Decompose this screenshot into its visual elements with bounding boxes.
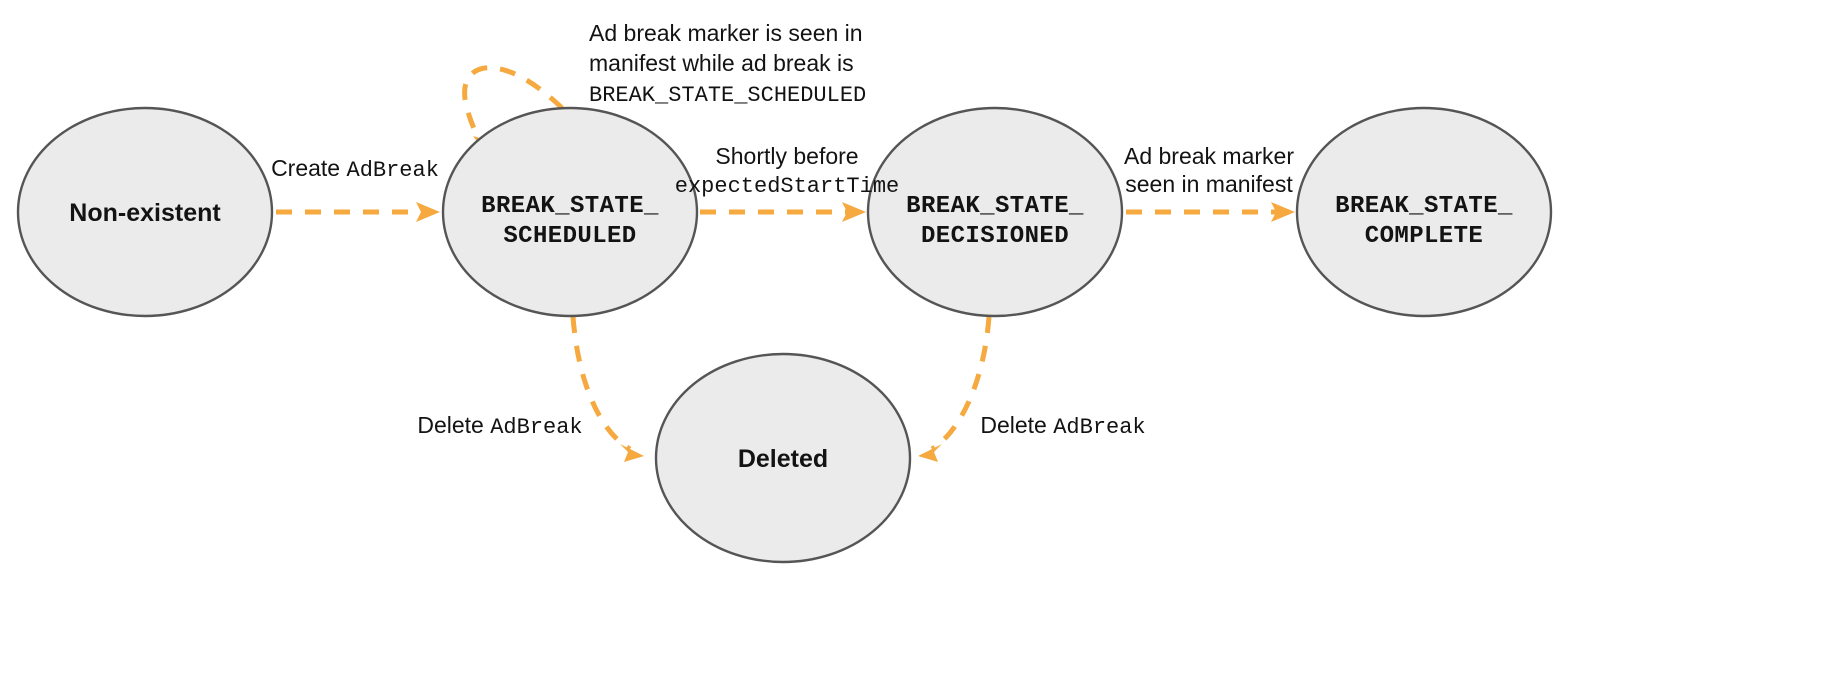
edge-label-delete-from-decisioned: Delete AdBreak [980,412,1145,440]
edge-label-marker-seen-line1: Ad break marker [1124,143,1294,169]
node-deleted-shape [654,352,912,564]
edge-delete-from-decisioned[interactable] [918,316,992,462]
edge-label-layer: Create AdBreak Ad break marker is seen i… [271,20,1294,440]
node-break-state-complete-shape [1295,106,1553,318]
edge-label-self-loop-line2: manifest while ad break is [589,50,854,76]
edge-shortly-before[interactable] [700,202,866,222]
node-layer: Non-existent BREAK_STATE_ SCHEDULED BREA… [16,106,1553,564]
node-break-state-complete-label-line1: BREAK_STATE_ [1335,193,1513,220]
node-break-state-complete-label-line2: COMPLETE [1365,223,1483,250]
edge-label-create-adbreak-text: Create [271,155,346,181]
node-non-existent[interactable]: Non-existent [16,106,274,318]
edge-label-shortly-before-line2-code: expectedStartTime [675,174,899,199]
node-break-state-complete[interactable]: BREAK_STATE_ COMPLETE [1295,106,1553,318]
node-break-state-scheduled-label-line1: BREAK_STATE_ [481,193,659,220]
edge-label-marker-seen-line2: seen in manifest [1125,171,1293,197]
node-break-state-decisioned[interactable]: BREAK_STATE_ DECISIONED [866,106,1124,318]
edge-delete-from-decisioned-arrowhead [918,444,942,462]
node-non-existent-shape [16,106,274,318]
node-non-existent-label: Non-existent [69,199,221,227]
node-break-state-scheduled-shape [441,106,699,318]
node-break-state-scheduled[interactable]: BREAK_STATE_ SCHEDULED [441,106,699,318]
node-break-state-decisioned-shape [866,106,1124,318]
edge-label-delete-from-decisioned-code: AdBreak [1053,415,1145,440]
edge-delete-from-scheduled-arrowhead [620,444,644,462]
edge-label-delete-from-scheduled: Delete AdBreak [417,412,582,440]
edge-label-self-loop-line3-code: BREAK_STATE_SCHEDULED [589,83,866,108]
edge-label-delete-from-scheduled-code: AdBreak [490,415,582,440]
edge-label-shortly-before-line1: Shortly before [715,143,858,169]
edge-label-delete-from-scheduled-text: Delete [417,412,490,438]
edge-label-create-adbreak: Create AdBreak [271,155,439,183]
node-break-state-decisioned-label-line1: BREAK_STATE_ [906,193,1084,220]
edge-delete-from-scheduled[interactable] [570,316,644,462]
edge-label-delete-from-decisioned-text: Delete [980,412,1053,438]
edge-marker-seen-manifest[interactable] [1126,202,1295,222]
node-break-state-scheduled-label-line2: SCHEDULED [503,223,636,250]
edge-label-self-loop-line1: Ad break marker is seen in [589,20,863,46]
edge-create-adbreak-arrowhead [416,202,440,222]
edge-label-create-adbreak-code: AdBreak [347,158,439,183]
edge-create-adbreak[interactable] [276,202,440,222]
node-deleted[interactable]: Deleted [654,352,912,564]
edge-marker-seen-manifest-arrowhead [1271,202,1295,222]
edge-self-loop-line [462,65,564,150]
edge-shortly-before-arrowhead [842,202,866,222]
node-deleted-label: Deleted [738,445,828,473]
node-break-state-decisioned-label-line2: DECISIONED [921,223,1069,250]
